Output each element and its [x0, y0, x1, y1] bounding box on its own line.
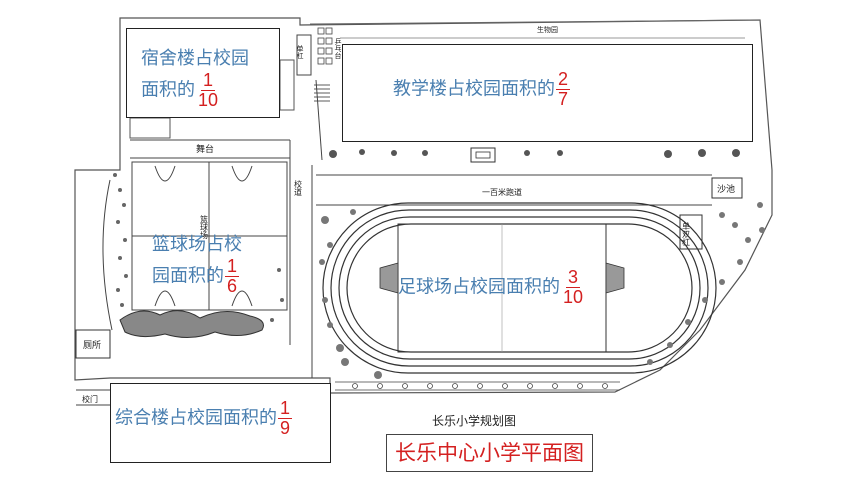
bottom-hedge — [335, 381, 620, 391]
football-denominator: 10 — [563, 287, 584, 307]
teaching-denominator: 7 — [558, 89, 569, 109]
campus-road-label: 校道 — [294, 179, 303, 197]
horizontal-bar-label: 单杠 — [296, 44, 304, 60]
toilet-label: 厕所 — [83, 340, 101, 351]
map-caption: 长乐中心小学平面图 — [386, 434, 593, 472]
basketball-text: 篮球场占校 — [152, 234, 242, 255]
dormitory-box — [126, 28, 280, 118]
biology-garden-label: 生物园 — [537, 25, 558, 34]
small-squares — [317, 27, 333, 65]
ping-pong-label: 乒乓台 — [334, 37, 342, 60]
complex-numerator: 1 — [278, 398, 293, 419]
complex-denominator: 9 — [280, 418, 291, 438]
dormitory-text2: 面积的 — [141, 79, 195, 101]
garden-pond — [119, 310, 264, 338]
map-title: 长乐小学规划图 — [432, 414, 517, 428]
basketball-courts — [131, 161, 288, 311]
school-gate-label: 校门 — [82, 394, 98, 404]
sandpit-label: 沙池 — [717, 183, 735, 195]
stage-label: 舞台 — [196, 143, 214, 155]
basketball-small-label: 篮球场 — [200, 214, 209, 240]
dormitory-text: 宿舍楼占校园 — [141, 48, 249, 69]
complex-box — [110, 383, 331, 463]
football-numerator: 3 — [566, 267, 581, 288]
dormitory-numerator: 1 — [201, 70, 216, 91]
basketball-text2: 园面积的 — [152, 265, 224, 287]
left-garden — [113, 173, 284, 322]
track-trees — [319, 202, 765, 379]
teaching-text: 教学楼占校园面积的 — [393, 78, 555, 100]
tree-row-top — [329, 149, 740, 158]
hundred-meter-track-label: 一百米跑道 — [482, 187, 522, 197]
teaching-numerator: 2 — [556, 69, 571, 90]
goal-left — [379, 262, 399, 294]
basketball-denominator: 6 — [227, 276, 238, 296]
teaching-box — [342, 44, 753, 142]
goal-right — [605, 262, 625, 294]
complex-text: 综合楼占校园面积的 — [115, 407, 277, 429]
dormitory-denominator: 10 — [198, 90, 219, 110]
basketball-numerator: 1 — [225, 256, 240, 277]
football-text: 足球场占校园面积的 — [398, 276, 560, 298]
